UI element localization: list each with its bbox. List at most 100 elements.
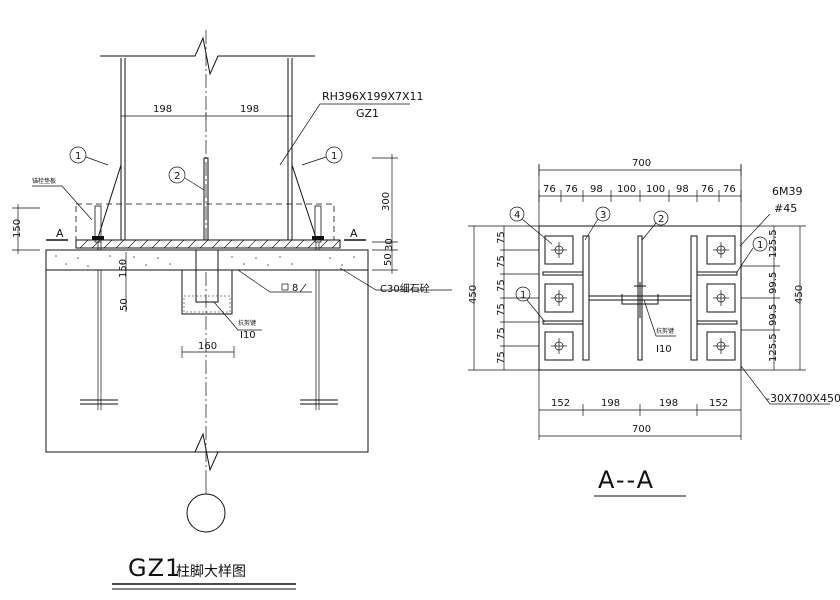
dim-150-inner: 150	[118, 259, 129, 278]
svg-text:4: 4	[514, 210, 520, 221]
drawing-title: GZ1 柱脚大样图	[112, 554, 296, 590]
left-total: 450	[468, 285, 479, 304]
left-dim-3: 75	[496, 279, 507, 292]
shear-key-label: 抗剪键	[238, 319, 256, 327]
svg-text:1: 1	[520, 290, 526, 301]
bottom-total: 700	[632, 424, 651, 435]
right-total: 450	[794, 285, 805, 304]
cut-mark-right: A	[350, 227, 358, 240]
shear-key-size: I10	[240, 330, 256, 341]
callout-1-left-text: 1	[75, 151, 81, 162]
section-shear-key-size: I10	[656, 344, 672, 355]
grout-layer	[45, 249, 369, 271]
h-flange-left	[582, 235, 590, 361]
foundation-outline	[45, 270, 369, 453]
plate-label: -30X700X450	[766, 392, 840, 405]
svg-text:1: 1	[757, 240, 763, 251]
dim-50-inner: 50	[119, 298, 130, 311]
callout-1-left-circle	[69, 146, 87, 164]
member-label: GZ1	[356, 107, 379, 120]
section-a-a: 700 76 76 98 100 100 98 76 76	[468, 158, 840, 497]
top-dim-2: 76	[565, 184, 578, 195]
right-dim-1: 125.5	[768, 229, 779, 258]
dim-300: 300	[381, 192, 392, 211]
right-dim-2: 99.5	[768, 272, 779, 294]
top-dim-6: 98	[676, 184, 689, 195]
bottom-dim-4: 152	[709, 398, 728, 409]
callout-2-circle	[168, 166, 186, 184]
bottom-dim-1: 152	[551, 398, 570, 409]
shear-key-grout	[183, 295, 231, 313]
svg-text:2: 2	[658, 214, 664, 225]
right-dim-3: 99.5	[768, 304, 779, 326]
bolt-label-sub: #45	[774, 202, 797, 215]
bolt-washer-right-mid	[706, 283, 736, 313]
right-dim-4: 125.5	[768, 333, 779, 362]
title-sub: 柱脚大样图	[176, 564, 246, 580]
top-dim-3: 98	[590, 184, 603, 195]
bottom-dim-2: 198	[601, 398, 620, 409]
section-callout-4	[509, 206, 525, 222]
top-dim-8: 76	[723, 184, 736, 195]
top-dim-1: 76	[543, 184, 556, 195]
top-dim-7: 76	[701, 184, 714, 195]
anchor-bolt-right	[300, 205, 338, 410]
bolt-washer-right-bottom	[706, 331, 736, 361]
left-dim-6: 75	[496, 351, 507, 364]
left-dim-1: 75	[496, 231, 507, 244]
left-dim-5: 75	[496, 327, 507, 340]
section-callout-1-right	[752, 236, 768, 252]
top-dim-4: 100	[617, 184, 636, 195]
shear-key	[195, 249, 219, 303]
section-label: RH396X199X7X11	[322, 90, 424, 103]
rib-right-bottom	[696, 320, 738, 325]
bolt-washer-left-top	[544, 235, 574, 265]
dim-160: 160	[198, 341, 217, 352]
rib-right-top	[696, 271, 738, 276]
concrete-leader	[339, 267, 452, 291]
bolt-label: 6M39	[772, 185, 803, 198]
section-callout-3	[595, 206, 611, 222]
column-elevation: 198 198 RH396X199X7X11 GZ1 2 1 1 锚栓垫板	[12, 30, 452, 533]
dim-150-left: 150	[12, 219, 23, 238]
callout-2-text: 2	[174, 171, 180, 182]
svg-text:3: 3	[600, 210, 606, 221]
cut-mark-left: A	[56, 227, 64, 240]
shear-key-pocket	[181, 270, 233, 315]
bolt-washer-right-top	[706, 235, 736, 265]
column-break-line-bottom	[46, 432, 368, 472]
rib-plate-right	[291, 164, 319, 245]
bottom-dim-3: 198	[659, 398, 678, 409]
h-flange-right	[690, 235, 698, 361]
concrete-label: C30细石砼	[380, 282, 430, 295]
section-callout-1-left	[515, 286, 531, 302]
anchor-zone-outline	[75, 203, 335, 241]
top-dim-left: 198	[153, 104, 172, 115]
axis-bubble	[186, 493, 226, 533]
base-plate-hatch	[79, 239, 341, 249]
section-leader	[279, 103, 410, 166]
top-dim-right: 198	[240, 104, 259, 115]
rib-plate-left	[95, 164, 122, 245]
column-break-line-top	[100, 36, 315, 76]
dim-30: 30	[384, 238, 395, 251]
bolt-washer-left-mid	[544, 283, 574, 313]
weld-size: 8	[292, 283, 298, 294]
left-dim-4: 75	[496, 303, 507, 316]
section-shear-key-label: 抗剪键	[656, 327, 674, 335]
center-plate	[637, 235, 643, 361]
grout-dots	[55, 255, 355, 267]
callout-1-right-circle	[325, 146, 343, 164]
section-width-total: 700	[632, 158, 651, 169]
section-callout-2	[653, 210, 669, 226]
callout-1-right-text: 1	[331, 151, 337, 162]
bolt-washer-left-bottom	[544, 331, 574, 361]
rib-left-bottom	[542, 320, 584, 325]
title-main: GZ1	[128, 554, 181, 582]
dim-50: 50	[383, 253, 394, 266]
section-view-title: A--A	[598, 466, 655, 494]
weld-leader	[237, 269, 312, 293]
anchor-bolt-left	[80, 205, 118, 410]
top-dim-5: 100	[646, 184, 665, 195]
